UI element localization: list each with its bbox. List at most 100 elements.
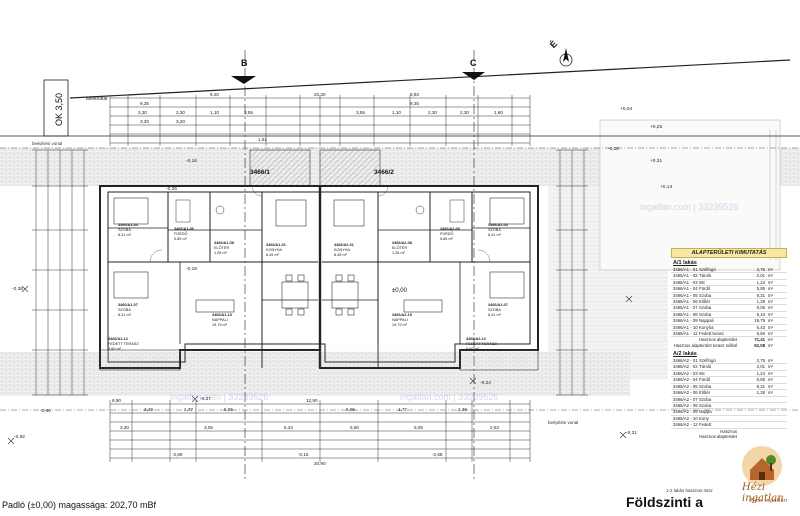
- level-text: +0,04: [620, 106, 632, 112]
- a2-cell-unit: [765, 397, 782, 402]
- footer-note: 1-2 lakás hasznos össz: [666, 488, 713, 493]
- terrace-center: [180, 344, 460, 368]
- a2-cell-area: [739, 397, 765, 402]
- a2-cell-area: [739, 416, 765, 421]
- a1-cell-code: 3466/A1 - 01: [673, 267, 698, 272]
- left-room-code: 3466/A1-08: [214, 241, 234, 245]
- a2-cell-code: 3466/A2 - 09: [673, 409, 698, 415]
- sum-a1b-value: 62,08: [754, 343, 765, 349]
- dimension-text: 20,30: [314, 92, 326, 97]
- a1-cell-code: 3466/A1 - 02: [673, 273, 698, 279]
- dining-table-right: [331, 274, 359, 316]
- left-room-name: SZOBA: [118, 308, 131, 312]
- level-texts: +0,04+0,25+0,31+0,13-0,16-0,18-0,38-0,92…: [12, 106, 672, 440]
- right-room-name: SZOBA: [488, 228, 501, 232]
- right-room-area: 1,28 m²: [392, 251, 406, 255]
- building-line-label-bottom: beépítési vonal: [548, 420, 578, 425]
- level-text: +0,25: [650, 124, 662, 130]
- sum-a1b: Hasznos alapterület terasz nélkül 62,08 …: [671, 343, 787, 349]
- bath-fixtures: [175, 199, 465, 223]
- lawn-right: [599, 119, 781, 271]
- a2-cell-unit: m²: [768, 358, 774, 364]
- right-room-code: 3466/A2-12: [466, 337, 486, 341]
- dimension-text: 8,90: [112, 398, 121, 403]
- entry-canopy-right: [319, 149, 381, 187]
- a1-cell-name: Nappali: [699, 318, 714, 324]
- a1-cell-area: 1,24: [756, 279, 765, 285]
- lawn-right-grid: [769, 130, 777, 260]
- area-schedule-table: ALAPTERÜLETI KIMUTATÁS A/1 lakás 3466/A1…: [671, 248, 787, 440]
- floor-height-text: Padló (±0,00) magassága: 202,70 mBf: [2, 500, 157, 510]
- sum-a2-label: Hasznos: [720, 428, 737, 434]
- a2-cell-area: [739, 409, 765, 414]
- company-logo: Hézi ingatlan Hézi ingatlan: [736, 446, 796, 512]
- dimension-lines-bottom: [109, 400, 531, 462]
- lot-boundary-line: [69, 59, 791, 99]
- dimension-text: 2,49: [458, 407, 467, 412]
- dimension-text: 2,49: [144, 407, 153, 412]
- section-marker-c: [462, 50, 485, 480]
- a1-cell-code: 3466/A1 - 07: [673, 305, 698, 311]
- level-text: -0,26: [166, 186, 177, 192]
- drawing-title: Földszinti a: [626, 494, 703, 510]
- left-room-code: 3466/A1-07: [118, 303, 138, 307]
- section-b-label: B: [241, 58, 248, 68]
- a2-cell-name: Wc: [699, 370, 706, 376]
- a1-cell-code: 3466/A1 - 09: [673, 318, 698, 324]
- a2-cell-unit: m²: [768, 383, 774, 389]
- dimension-text: 1,10: [392, 110, 401, 115]
- zero-level-label: ±0,00: [392, 288, 408, 294]
- sum-a2b-label: Hasznos alapterület: [699, 434, 737, 440]
- logo-small: Hézi ingatlan: [750, 498, 788, 504]
- schedule-title: ALAPTERÜLETI KIMUTATÁS: [671, 248, 787, 258]
- dimension-text: -2,69: [172, 452, 183, 457]
- right-room-code: 3466/A2-08: [392, 241, 412, 245]
- dimension-lines-right: [556, 149, 588, 396]
- left-room-code: 3466/A1-10: [212, 313, 232, 317]
- dimension-text: 9,20: [210, 92, 219, 97]
- level-text: +0,31: [650, 158, 662, 164]
- left-room-name: FEDETT TERASZ: [108, 342, 139, 346]
- dimension-text: 1,77: [184, 407, 193, 412]
- left-room-name: SZOBA: [118, 228, 131, 232]
- dimension-text: 9,83: [410, 92, 419, 97]
- a1-cell-name: Előtér: [699, 299, 711, 305]
- house-tree-icon: [742, 446, 782, 486]
- dimension-text: 2,30: [176, 110, 185, 115]
- a1-cell-name: Szélfogó: [699, 267, 716, 272]
- right-room-name: SZOBA: [488, 308, 501, 312]
- dimension-text: 1,10: [210, 110, 219, 115]
- dimension-text: 5,95: [346, 407, 355, 412]
- a2-cell-unit: m²: [768, 364, 774, 370]
- level-text: -0,18: [186, 266, 197, 272]
- left-room-area: 1,28 m²: [214, 251, 228, 255]
- level-text: -0,26: [608, 146, 619, 152]
- dimension-text: -0,15: [298, 452, 309, 457]
- a1-cell-code: 3466/A1 - 08: [673, 311, 698, 317]
- north-label: É: [548, 39, 559, 50]
- a1-cell-code: 3466/A1 - 05: [673, 292, 698, 298]
- a1-cell-area: 5,85: [756, 286, 765, 292]
- sum-a1-value: 71,41: [754, 337, 765, 343]
- a2-cell-area: [739, 422, 765, 427]
- dimension-text: 9,35: [140, 101, 149, 106]
- dimension-text: 1,61: [258, 137, 267, 142]
- sofas: [195, 299, 443, 313]
- sum-a1b-label: Hasznos alapterület terasz nélkül: [673, 343, 737, 349]
- dining-table-left: [281, 274, 309, 316]
- a2-cell-unit: m²: [768, 390, 774, 396]
- dimension-text: 5,95: [224, 407, 233, 412]
- a1-cell-area: 8,05: [756, 305, 765, 311]
- a1-cell-name: Szoba: [699, 292, 712, 298]
- dimension-text: 2,30: [460, 110, 469, 115]
